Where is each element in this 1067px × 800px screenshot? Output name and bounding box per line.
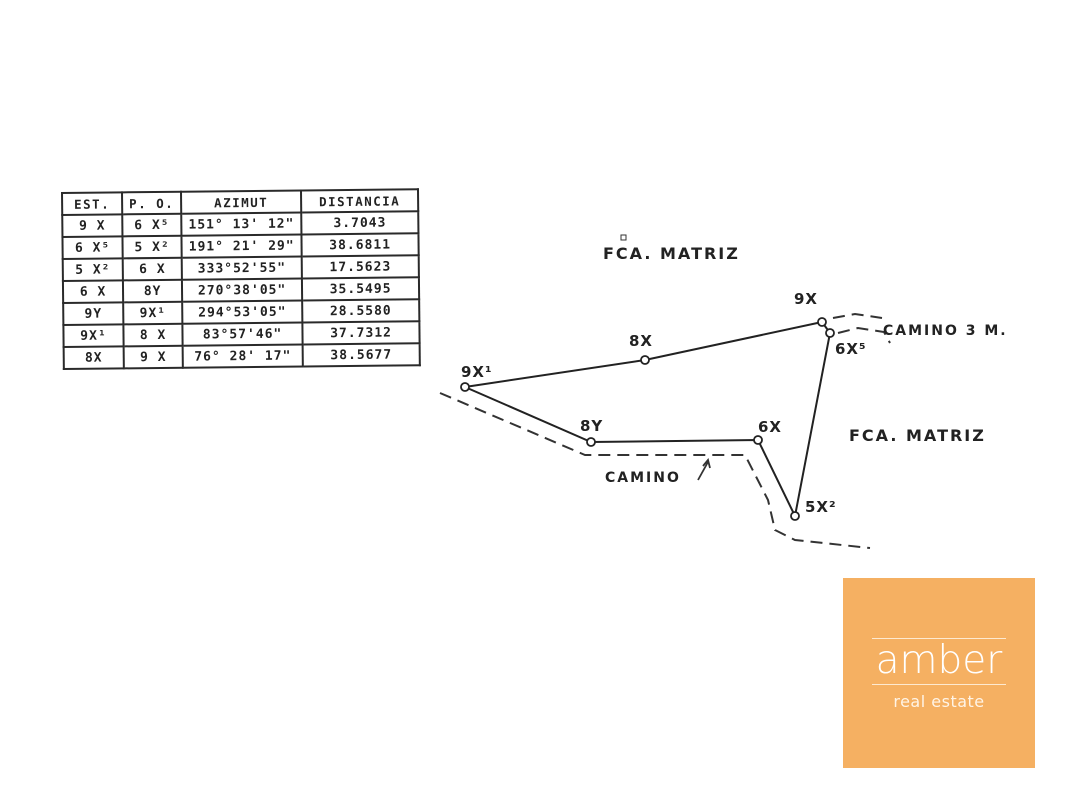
vertex-9x (817, 317, 827, 327)
vertex-6x (753, 435, 763, 445)
vertex-8y (586, 437, 596, 447)
point-label-9x: 9X (794, 290, 818, 308)
point-label-6x: 6X (758, 418, 782, 436)
region-label-east: FCA. MATRIZ (849, 426, 986, 445)
vertex-6x5 (825, 328, 835, 338)
camino-3m-road-line-lower (837, 326, 891, 344)
camino-3m-road-line-upper (832, 312, 883, 319)
vertex-9x1 (460, 382, 470, 392)
road-label-camino: CAMINO (605, 470, 681, 486)
point-label-8y: 8Y (580, 417, 603, 435)
vertex-8x (640, 355, 650, 365)
logo-rule-bottom (872, 684, 1006, 685)
logo-rule-top (872, 638, 1006, 639)
benchmark-icon (620, 234, 627, 241)
vertex-5x2 (790, 511, 800, 521)
vertex-markers (460, 317, 835, 521)
camino-arrow (697, 458, 711, 481)
point-label-8x: 8X (629, 332, 653, 350)
logo-wordmark: amber (875, 638, 1003, 683)
camino-road-line (439, 392, 871, 549)
point-label-5x2: 5X² (805, 498, 837, 516)
point-label-9x1: 9X¹ (461, 363, 493, 381)
road-lines (439, 312, 891, 549)
region-label-north: FCA. MATRIZ (603, 244, 740, 263)
road-label-camino-3m: CAMINO 3 M. (883, 323, 1008, 339)
logo-subtitle: real estate (893, 692, 985, 711)
parcel-boundary (461, 320, 832, 520)
point-label-6x5: 6X⁵ (835, 340, 867, 358)
amber-logo: amber real estate (843, 578, 1035, 768)
